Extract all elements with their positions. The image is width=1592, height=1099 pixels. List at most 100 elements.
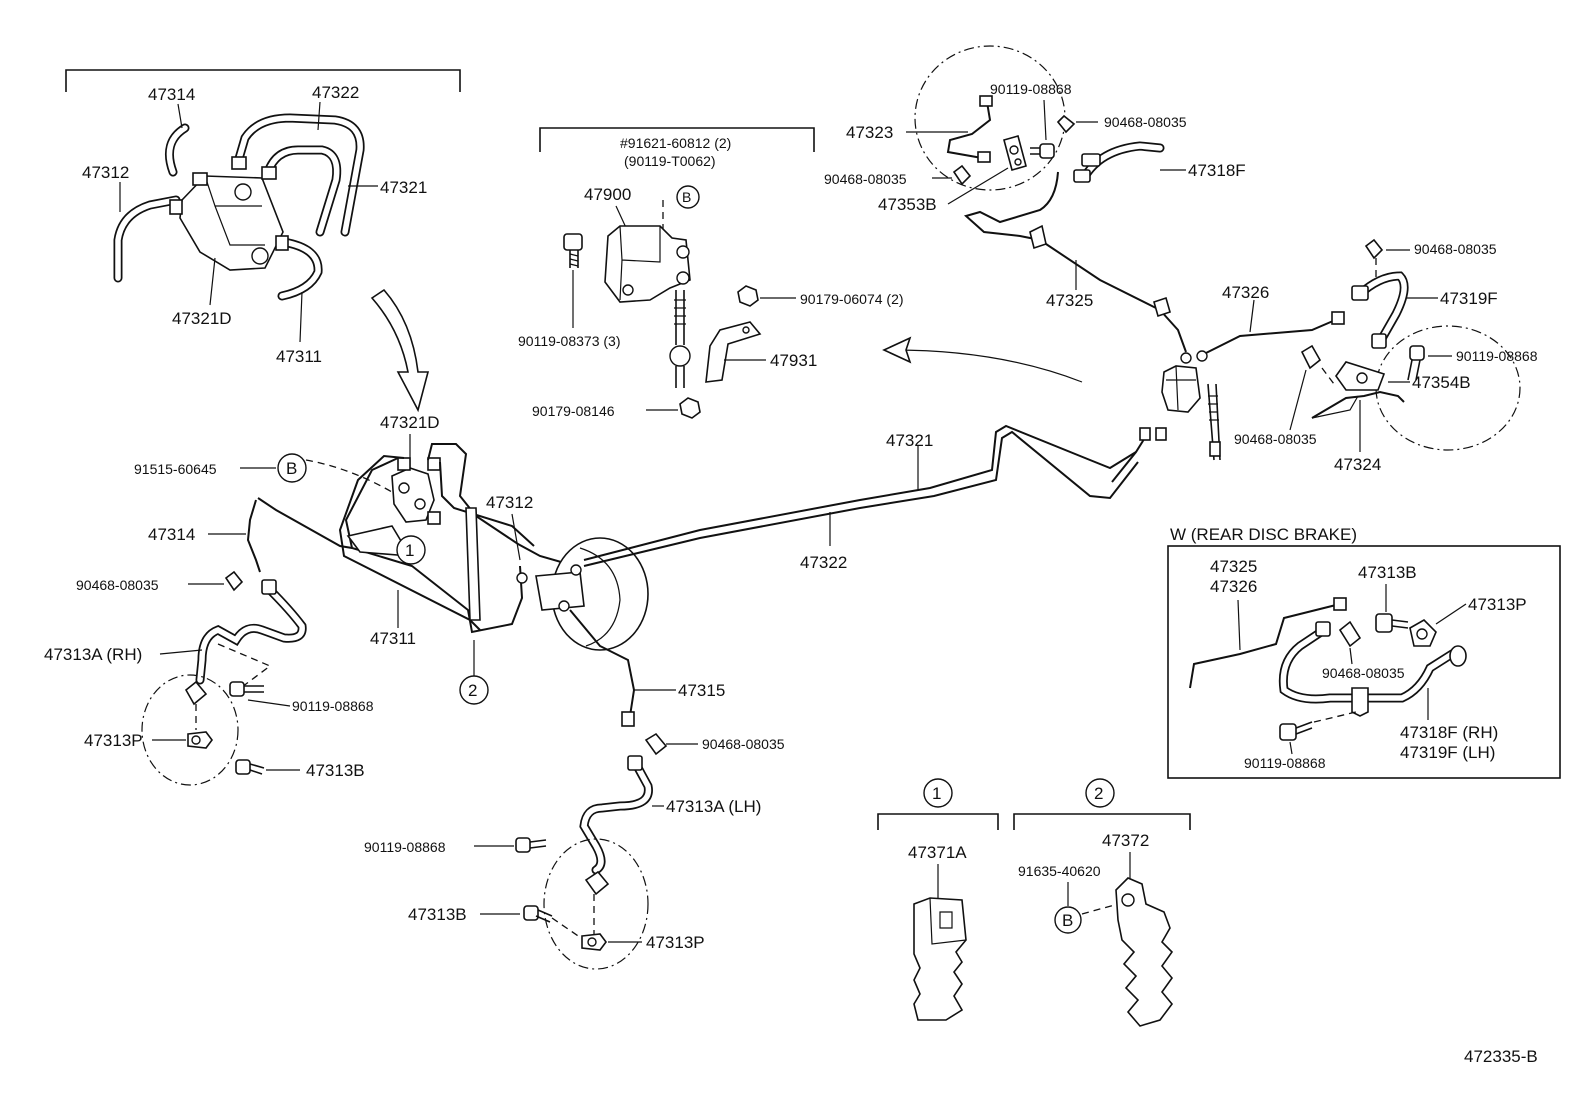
label-47315: 47315 [678,681,725,700]
figure-code: 472335-B [1464,1047,1538,1066]
pipe-47325 [963,171,1187,353]
pipe-47315 [569,609,636,717]
label-47313B-b: 47313B [408,905,467,924]
label-90119-08868: 90119-08868 [1244,755,1326,771]
label-90468-08035: 90468-08035 [1322,665,1405,681]
label-47313A-LH: 47313A (LH) [666,797,761,816]
pipe-47321-long [583,424,1137,561]
main-brake-lines: 47321D 91515-60645 B 47314 1 47312 [44,413,1139,970]
label-47313B: 47313B [306,761,365,780]
label-47354B: 47354B [1412,373,1471,392]
label-47322: 47322 [312,83,359,102]
label-47325: 47325 [1210,557,1257,576]
fitting-port [251,247,269,265]
label-47311: 47311 [276,347,322,366]
label-47311: 47311 [370,629,416,648]
bolt-90119-08868 [1409,345,1425,361]
label-47324: 47324 [1334,455,1381,474]
label-90468-08035-d: 90468-08035 [1234,431,1317,447]
detail-circle-right [1375,325,1521,451]
view-arrow [370,288,430,413]
nut-90179-06074 [737,285,759,307]
label-47325: 47325 [1046,291,1093,310]
ref-b-circle [676,185,700,209]
hose-47313A-LH [579,759,653,875]
bolt-90119-08868 [515,837,531,853]
rear-disc-title: W (REAR DISC BRAKE) [1170,525,1357,544]
label-47313B: 47313B [1358,563,1417,582]
pipe-47324 [1311,390,1405,419]
rear-disc-brake-box: W (REAR DISC BRAKE) 47325 47326 47313B 4… [1167,525,1561,779]
bolt-90119-08868 [229,681,245,697]
clip-90468-08035 [1300,344,1322,370]
label-90119-08868: 90119-08868 [292,698,374,714]
label-47314: 47314 [148,85,195,104]
label-47318F: 47318F [1188,161,1246,180]
label-47312: 47312 [486,493,533,512]
bolt-47313B [235,759,251,775]
ref-b-label: B [1062,911,1073,930]
top-left-assembly: 47314 47322 47312 47321 47321D 47311 [65,69,461,413]
master-cylinder [535,571,585,611]
rear-disc-frame [1167,545,1561,779]
flare-nut [192,172,208,186]
clip-90468-08035 [1338,620,1362,648]
bolt-47313B [1375,613,1393,633]
clamp-47372 [465,507,481,621]
group-bracket [1013,813,1191,830]
clip-90468-08035 [644,732,668,756]
callout-1-label: 1 [932,784,941,803]
label-bolt-note: #91621-60812 (2) [620,135,731,151]
clamp-details: 1 47371A 2 47372 91635-40620 B [877,778,1191,1027]
label-47314: 47314 [148,525,195,544]
clip-90468-08035 [1056,114,1076,134]
bolt-47313B [523,905,539,921]
load-sensing-valve [1161,365,1201,413]
clip-90468-08035 [1364,238,1384,260]
pipe-47321 [427,443,569,565]
bolt-90119-08868 [1039,143,1055,159]
callout-1-circle [923,778,953,808]
bolt-90119-08868 [1279,723,1297,741]
bracket-47931 [705,321,762,383]
ref-b-label: B [286,459,297,478]
label-47326: 47326 [1210,577,1257,596]
clamp-47372-detail [1115,877,1174,1027]
pipe-47322-long [583,430,1139,567]
tube-47312 [113,195,181,283]
hose-47313A-RH [195,585,307,685]
flare-nut [275,235,289,251]
proportioning-valve-47900 [604,225,691,303]
clip-90468-08035 [952,164,972,186]
label-90119-08868-b: 90119-08868 [364,839,446,855]
detail-circle-lh [543,838,649,970]
label-91515-60645: 91515-60645 [134,461,217,477]
label-47931: 47931 [770,351,817,370]
three-way-fitting-47321D [391,467,435,523]
label-90179-06074: 90179-06074 (2) [800,291,904,307]
label-47353B: 47353B [878,195,937,214]
label-47313P: 47313P [1468,595,1527,614]
label-90119-08868-b: 90119-08868 [1456,348,1538,364]
label-47372: 47372 [1102,831,1149,850]
ref-b-circle [277,453,307,483]
label-47313P: 47313P [84,731,143,750]
callout-2-circle [1085,778,1115,808]
flare-nut [261,166,277,180]
callout-1-label: 1 [405,541,414,560]
group-bracket [877,813,999,830]
callout-2-label: 2 [468,681,477,700]
flare-nut [231,156,247,170]
label-90179-08146: 90179-08146 [532,403,615,419]
pipe-47326 [1199,317,1341,357]
ref-b-circle [1054,906,1082,934]
label-47321D: 47321D [172,309,232,328]
label-47319F-LH: 47319F (LH) [1400,743,1495,762]
fitting-port [234,183,252,201]
master-cylinder-inset: #91621-60812 (2) (90119-T0062) B 47900 9… [518,127,904,419]
pipe-47314 [257,497,353,549]
label-90119-08868-a: 90119-08868 [990,81,1072,97]
label-47321: 47321 [886,431,933,450]
direction-arrow [893,349,1083,383]
